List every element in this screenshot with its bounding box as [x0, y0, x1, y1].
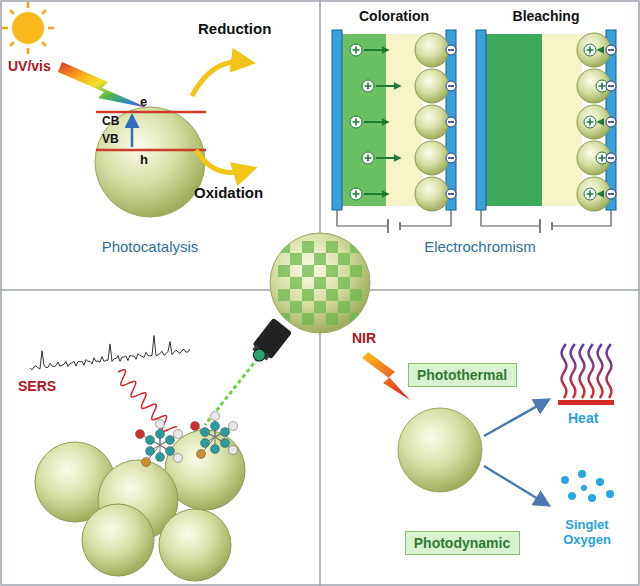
- carrier-label: e: [140, 95, 147, 110]
- state-label: Bleaching: [513, 8, 580, 24]
- sun-icon: [2, 2, 54, 54]
- state-label: Coloration: [359, 8, 429, 24]
- panel-title: Electrochromism: [424, 238, 536, 255]
- reaction-label: Reduction: [198, 20, 271, 37]
- panel-title: Photocatalysis: [102, 238, 199, 255]
- technique-label: SERS: [18, 378, 56, 394]
- effect-box: Photodynamic: [405, 531, 520, 555]
- singlet-oxygen-dots: [561, 470, 614, 502]
- central-sphere: [270, 233, 370, 333]
- band-label: VB: [102, 133, 119, 147]
- light-bolt: [58, 62, 148, 108]
- heat-icon: [558, 344, 614, 405]
- laser-pointer: [205, 318, 292, 425]
- output-label: Heat: [568, 410, 598, 426]
- raman-spectrum: [30, 336, 190, 370]
- photocatalyst-sphere: [95, 107, 205, 217]
- effect-box: Photothermal: [408, 363, 517, 387]
- output-arrows: [484, 400, 548, 505]
- nanoparticle-cluster: [35, 430, 245, 581]
- bleaching-device: [476, 30, 616, 233]
- scattered-wave: [118, 370, 177, 431]
- band-lines: [96, 112, 206, 150]
- analyte-molecules: [136, 412, 238, 467]
- reaction-label: Oxidation: [194, 184, 263, 201]
- carrier-label: h: [140, 153, 148, 168]
- coloration-device: [332, 30, 456, 233]
- box-label: Photodynamic: [414, 535, 510, 551]
- nir-bolt: [362, 352, 410, 400]
- light-label: UV/vis: [8, 58, 51, 74]
- light-label: NIR: [352, 330, 376, 346]
- output-label: Singlet Oxygen: [552, 518, 622, 548]
- therapy-sphere: [398, 408, 482, 492]
- box-label: Photothermal: [417, 367, 507, 383]
- redox-arrows: [192, 62, 248, 173]
- band-label: CB: [102, 115, 119, 129]
